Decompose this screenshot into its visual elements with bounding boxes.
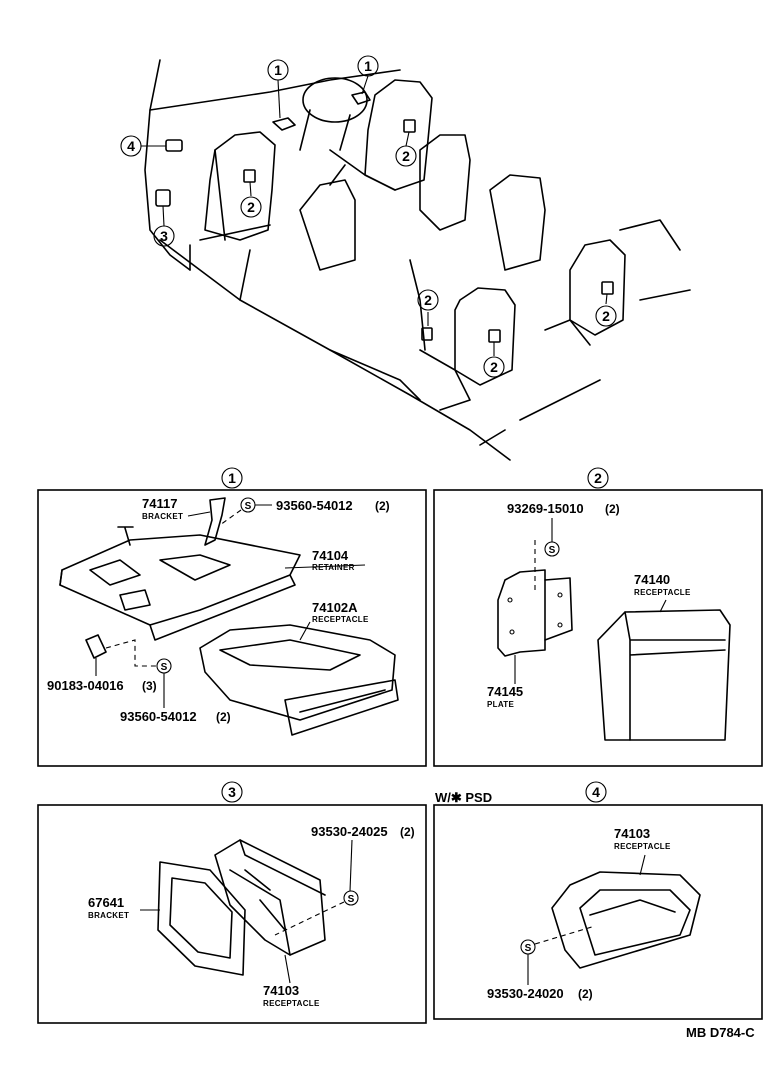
- part-93560-upper-number: 93560-54012: [276, 498, 353, 513]
- vehicle-overview: [141, 59, 691, 461]
- panel-4-note: W/✱ PSD: [435, 790, 492, 805]
- receptacle-74102a-shape: [199, 624, 396, 721]
- panel-3-number: 3: [228, 784, 236, 800]
- receptacle-74103-panel4-shape: [551, 871, 701, 969]
- part-74102a-name: RECEPTACLE: [312, 615, 369, 624]
- panel-4-number: 4: [592, 784, 600, 800]
- svg-text:2: 2: [247, 199, 255, 215]
- part-93269-number: 93269-15010: [507, 501, 584, 516]
- part-93560-lower-qty: (2): [216, 710, 231, 724]
- part-74102a-number: 74102A: [312, 600, 358, 615]
- part-74103-panel4-name: RECEPTACLE: [614, 842, 671, 851]
- panel-2-frame: [433, 489, 763, 767]
- ashtray-2-location: [243, 169, 256, 183]
- clip-90183-shape: [85, 634, 107, 659]
- panel-4: W/✱ PSD 4 S 74103 RECEPTACLE 93530-24020…: [433, 781, 763, 1020]
- ashtray-2-location: [403, 119, 416, 133]
- ashtray-1b-location: [351, 91, 371, 105]
- part-93530-24020-qty: (2): [578, 987, 593, 1001]
- svg-text:2: 2: [424, 292, 432, 308]
- part-74104-name: RETAINER: [312, 563, 355, 572]
- callout-1-left: 1: [267, 59, 289, 81]
- part-67641-name: BRACKET: [88, 911, 129, 920]
- part-93530-24025-number: 93530-24025: [311, 824, 388, 839]
- receptacle-74140-shape: [597, 609, 731, 741]
- part-74103-number: 74103: [263, 983, 299, 998]
- ashtray-1a-location: [272, 117, 296, 131]
- part-74104-number: 74104: [312, 548, 349, 563]
- part-93560-lower-number: 93560-54012: [120, 709, 197, 724]
- callout-2-a: 2: [240, 196, 262, 218]
- bracket-67641-shape: [157, 861, 246, 976]
- part-74145-number: 74145: [487, 684, 523, 699]
- callout-2-e: 2: [595, 305, 617, 327]
- panel-3-number-circle: [221, 781, 243, 803]
- overview-callouts: 1 1 2 2 2 2 2 3: [120, 55, 617, 378]
- callout-4: 4: [120, 135, 142, 157]
- panel-2-number-circle: [587, 467, 609, 489]
- receptacle-74103-shape: [214, 839, 326, 956]
- ashtray-4-location: [165, 139, 183, 152]
- panel-1-frame: [37, 489, 427, 767]
- svg-text:1: 1: [274, 62, 282, 78]
- part-74145-name: PLATE: [487, 700, 514, 709]
- screw-marker-label: S: [245, 501, 252, 512]
- svg-text:2: 2: [602, 308, 610, 324]
- part-74117-number: 74117: [142, 496, 177, 511]
- svg-text:1: 1: [364, 58, 372, 74]
- part-74103-name: RECEPTACLE: [263, 999, 320, 1008]
- panel-1: 1 S S 74117 BRACKET 93560-54012: [37, 467, 427, 767]
- plate-74145-shape: [497, 569, 573, 657]
- callout-2-d: 2: [483, 356, 505, 378]
- part-90183-qty: (3): [142, 679, 157, 693]
- part-74140-number: 74140: [634, 572, 670, 587]
- screw-marker-label: S: [348, 894, 355, 905]
- callout-2-c: 2: [417, 289, 439, 311]
- part-90183-number: 90183-04016: [47, 678, 124, 693]
- ashtray-2-location: [601, 281, 614, 295]
- panel-4-frame: [433, 804, 763, 1020]
- panel-2-number: 2: [594, 470, 602, 486]
- callout-3: 3: [153, 225, 175, 247]
- screw-marker-icon: [343, 890, 359, 906]
- part-93530-24025-qty: (2): [400, 825, 415, 839]
- callout-2-b: 2: [395, 145, 417, 167]
- bracket-74117-shape: [204, 497, 226, 546]
- screw-marker-label: S: [525, 943, 532, 954]
- part-93560-upper-qty: (2): [375, 499, 390, 513]
- svg-text:2: 2: [490, 359, 498, 375]
- ashtray-3-location: [155, 189, 171, 207]
- panel-2: 2 S 93269-15010 (2) 74140 RECEPTACLE 741…: [433, 467, 763, 767]
- part-67641-number: 67641: [88, 895, 124, 910]
- diagram-code: MB D784-C: [686, 1025, 755, 1040]
- panel-3-frame: [37, 804, 427, 1024]
- part-74103-panel4-number: 74103: [614, 826, 650, 841]
- screw-marker-label: S: [161, 662, 168, 673]
- part-93269-qty: (2): [605, 502, 620, 516]
- ashtray-2-location: [488, 329, 501, 343]
- screw-marker-label: S: [549, 545, 556, 556]
- callout-1-right: 1: [357, 55, 379, 77]
- svg-text:2: 2: [402, 148, 410, 164]
- panel-1-number: 1: [228, 470, 236, 486]
- svg-text:3: 3: [160, 228, 168, 244]
- panel-1-number-circle: [221, 467, 243, 489]
- part-74140-name: RECEPTACLE: [634, 588, 691, 597]
- panel-4-number-circle: [585, 781, 607, 803]
- part-74117-name: BRACKET: [142, 512, 183, 521]
- ashtray-2-location: [421, 327, 433, 341]
- part-93530-24020-number: 93530-24020: [487, 986, 564, 1001]
- panel-3: 3 S 93530-24025 (2) 67641 BRACKET 74103 …: [37, 781, 427, 1024]
- retainer-74104-shape: [59, 534, 301, 626]
- svg-text:4: 4: [127, 138, 135, 154]
